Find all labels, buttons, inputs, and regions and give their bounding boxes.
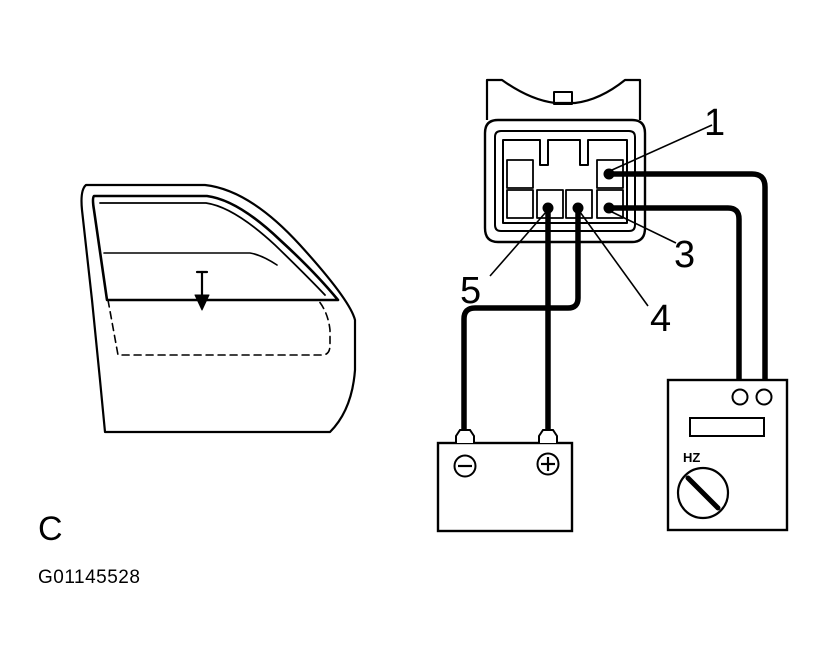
- window-frame-inner: [99, 202, 326, 296]
- terminal-cell-left-lower: [506, 189, 534, 219]
- glass-hidden-dashed: [107, 299, 331, 356]
- leader-1: [611, 124, 713, 171]
- door-illustration: [80, 183, 357, 434]
- connector-body-inner: [494, 130, 636, 232]
- callout-label-5: 5: [460, 270, 482, 312]
- battery-negative-icon: [453, 454, 477, 478]
- leader-3: [611, 211, 677, 244]
- meter-dial-icon: [676, 466, 730, 520]
- lead-terminal-1-to-meter: [606, 171, 768, 395]
- down-arrow-icon: [194, 294, 210, 311]
- meter-jack-left-icon: [731, 388, 749, 406]
- meter-display: [689, 417, 765, 437]
- door-outline: [80, 183, 357, 434]
- battery-negative-post: [455, 429, 475, 443]
- connector-illustration: [483, 78, 647, 244]
- battery-illustration: [436, 429, 574, 533]
- meter-dial-pointer: [685, 475, 721, 511]
- callout-leaders: [489, 124, 713, 307]
- terminal-cell-3: [596, 189, 624, 219]
- battery-case: [436, 441, 574, 533]
- connector-latch: [553, 91, 573, 105]
- connector-housing-top: [485, 78, 642, 120]
- figure-id: G01145528: [38, 567, 141, 588]
- connector-body-outer: [483, 118, 647, 244]
- lead-terminal-4-to-negative: [461, 205, 581, 433]
- meter-illustration: [666, 378, 789, 532]
- lead-terminal-3-to-meter: [606, 205, 742, 395]
- meter-hz-label: HZ: [683, 450, 701, 465]
- leader-5: [489, 211, 547, 277]
- terminal-cell-left-upper: [506, 159, 534, 189]
- meter-jack-right-icon: [755, 388, 773, 406]
- callout-label-4: 4: [650, 298, 672, 340]
- callout-label-1: 1: [704, 102, 726, 144]
- meter-body: [666, 378, 789, 532]
- view-letter: C: [38, 510, 63, 548]
- battery-positive-icon: [536, 452, 560, 476]
- callout-label-3: 3: [674, 234, 696, 276]
- glass-top-edge: [103, 252, 278, 266]
- connector-cavity: [502, 139, 628, 224]
- battery-positive-post: [538, 429, 558, 443]
- test-leads: [461, 171, 768, 433]
- leader-4: [579, 211, 649, 307]
- window-frame-outer: [91, 194, 340, 302]
